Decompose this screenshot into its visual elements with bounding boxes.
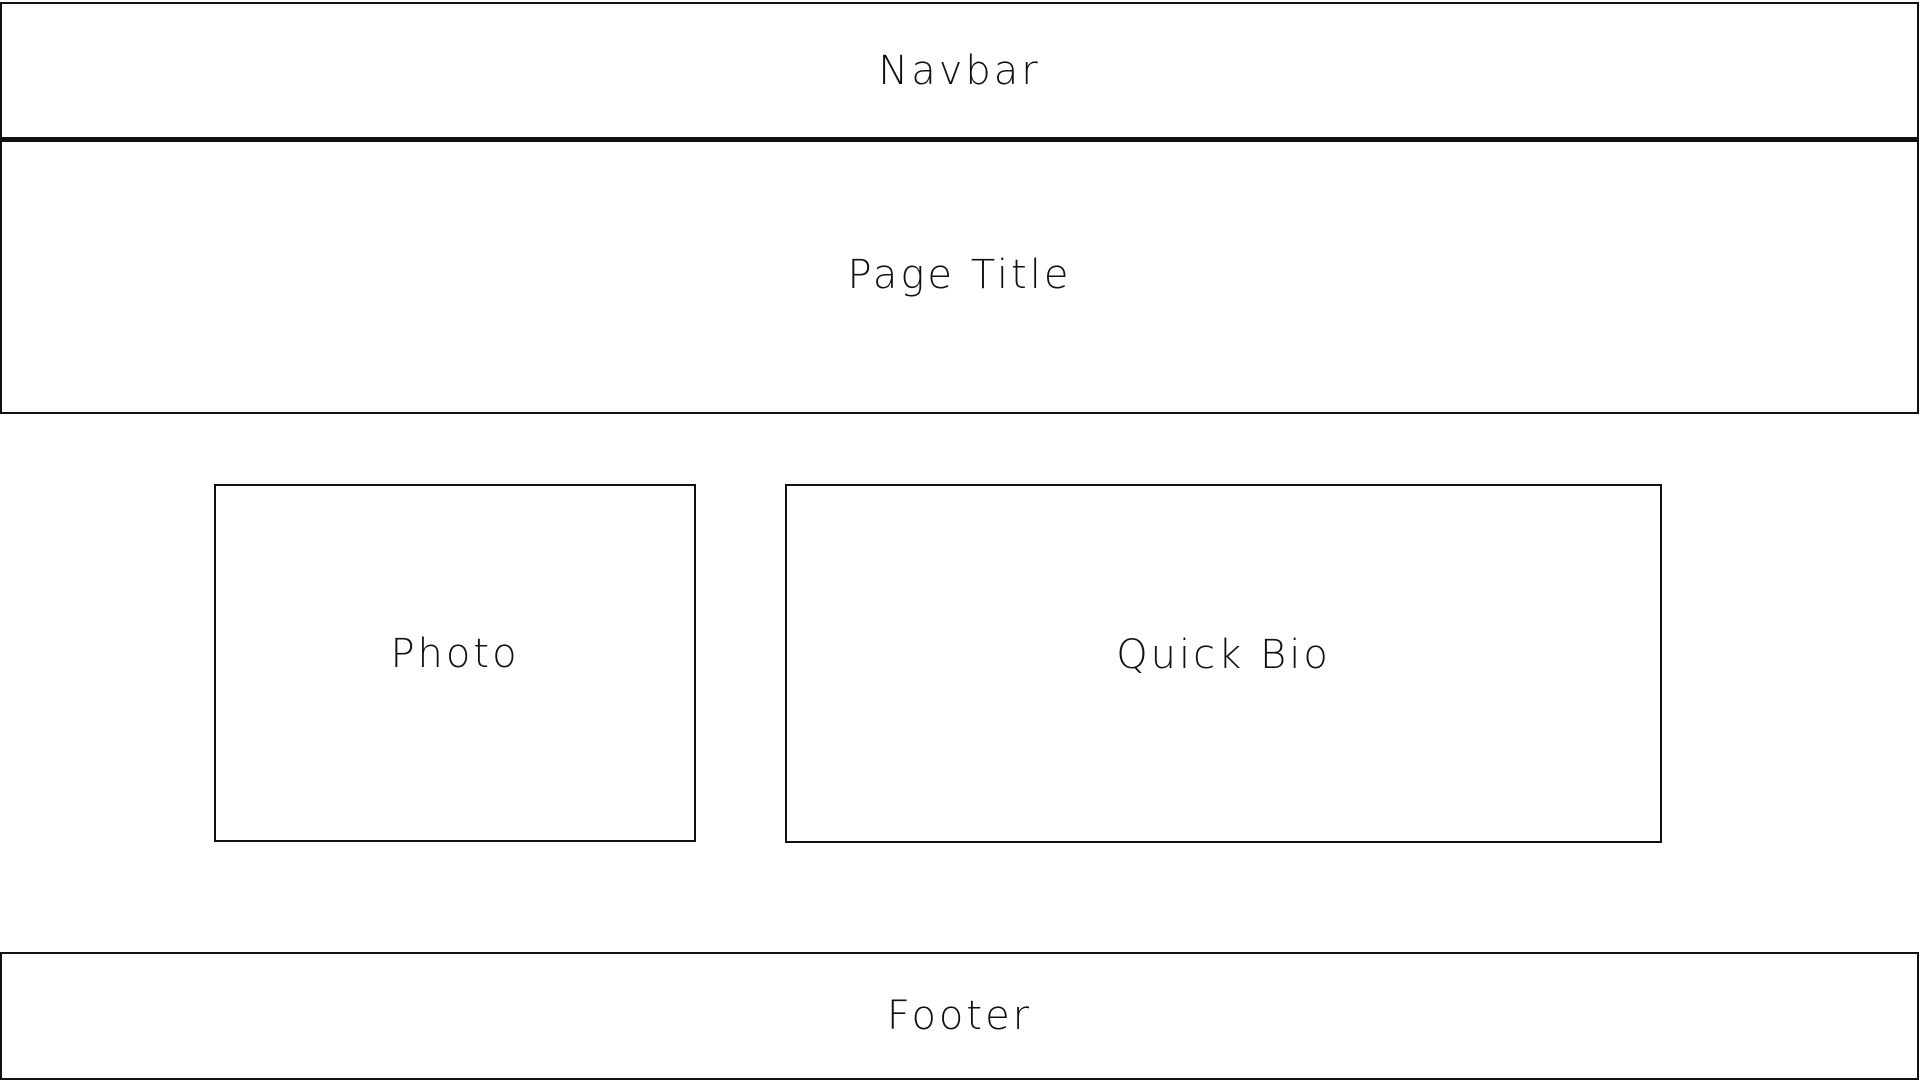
quick-bio-placeholder: Quick Bio	[785, 484, 1662, 843]
navbar-placeholder: Navbar	[0, 2, 1919, 142]
page-title-placeholder: Page Title	[0, 140, 1919, 414]
footer-label: Footer	[886, 993, 1033, 1039]
footer-placeholder: Footer	[0, 952, 1919, 1080]
page-title-label: Page Title	[847, 252, 1072, 298]
navbar-label: Navbar	[878, 47, 1041, 94]
quick-bio-label: Quick Bio	[1116, 631, 1331, 678]
photo-placeholder: Photo	[214, 484, 696, 842]
photo-label: Photo	[390, 631, 520, 677]
